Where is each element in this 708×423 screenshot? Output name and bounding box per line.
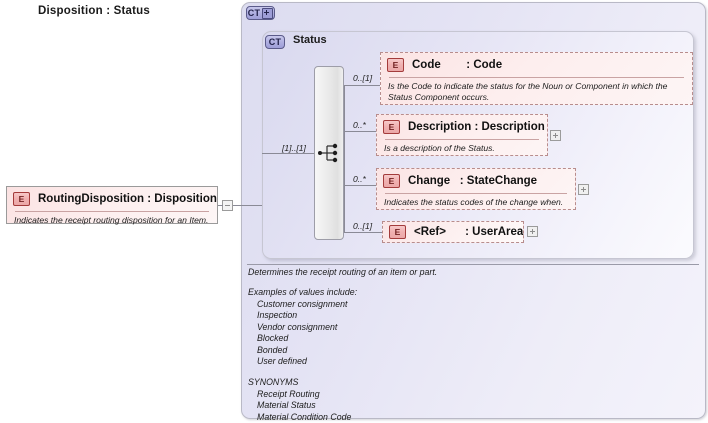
connector-line	[218, 205, 223, 206]
list-item: Vendor consignment	[257, 321, 338, 332]
expand-plus-box-icon-userarea[interactable]	[527, 226, 538, 237]
element-title: Code : Code	[412, 59, 503, 71]
collapse-minus-box-icon[interactable]	[222, 200, 233, 211]
element-box-change[interactable]: E Change : StateChange Indicates the sta…	[376, 168, 576, 210]
element-separator	[15, 211, 209, 212]
element-box-routing-disposition[interactable]: E RoutingDisposition : Disposition Indic…	[6, 186, 218, 225]
cardinality-label-description: 0..*	[353, 120, 366, 130]
ct-plus-icon[interactable]	[262, 7, 274, 19]
element-separator	[389, 77, 684, 78]
ct-badge-inner[interactable]: CT	[265, 35, 285, 49]
connector-line	[344, 185, 376, 186]
sequence-icon	[318, 143, 338, 163]
expand-plus-box-icon-description[interactable]	[550, 130, 561, 141]
element-documentation: Is the Code to indicate the status for t…	[388, 81, 668, 103]
element-box-code[interactable]: E Code : Code Is the Code to indicate th…	[380, 52, 693, 105]
status-panel-title: Status	[293, 34, 327, 46]
ct-badge-outer-label: CT	[247, 8, 261, 18]
expand-plus-box-icon-change[interactable]	[578, 184, 589, 195]
documentation-rule	[247, 264, 699, 265]
complex-type-panel-title: Disposition : Status	[38, 5, 150, 17]
element-title: RoutingDisposition : Disposition	[38, 193, 217, 205]
element-header: E <Ref> : UserArea	[383, 222, 523, 242]
synonyms-header: SYNONYMS	[248, 377, 299, 388]
element-documentation: Is a description of the Status.	[384, 143, 495, 153]
element-documentation: Indicates the status codes of the change…	[384, 197, 564, 207]
connector-line	[233, 205, 262, 206]
element-header: E RoutingDisposition : Disposition	[7, 187, 217, 211]
e-badge-icon: E	[389, 225, 406, 239]
ct-badge-inner-label: CT	[268, 37, 282, 47]
element-title: <Ref> : UserArea	[414, 226, 524, 238]
element-title: Description : Description	[408, 121, 545, 133]
element-header: E Change : StateChange	[377, 169, 575, 193]
e-badge-icon: E	[383, 120, 400, 134]
connector-line	[344, 131, 376, 132]
list-item: Material Status	[257, 400, 316, 411]
list-item: Bonded	[257, 344, 288, 355]
element-box-description[interactable]: E Description : Description Is a descrip…	[376, 114, 548, 156]
panel-documentation: Determines the receipt routing of an ite…	[248, 267, 696, 423]
connector-line	[344, 85, 345, 154]
element-box-userarea[interactable]: E <Ref> : UserArea	[382, 221, 524, 243]
cardinality-label-change: 0..*	[353, 174, 366, 184]
e-badge-icon: E	[383, 174, 400, 188]
synonyms-list: Receipt Routing Material Status Material…	[248, 389, 696, 423]
examples-list: Customer consignment Inspection Vendor c…	[248, 299, 696, 368]
element-header: E Description : Description	[377, 115, 547, 139]
list-item: Receipt Routing	[257, 388, 320, 399]
cardinality-label-code: 0..[1]	[353, 73, 373, 83]
list-item: Customer consignment	[257, 298, 348, 309]
list-item: User defined	[257, 355, 307, 366]
connector-line	[344, 232, 382, 233]
cardinality-label-userarea: 0..[1]	[353, 221, 373, 231]
e-badge-icon: E	[13, 192, 30, 206]
ct-badge-outer[interactable]: CT	[246, 6, 275, 20]
synonyms-block: SYNONYMS Receipt Routing Material Status…	[248, 377, 696, 423]
cardinality-label-compositor: [1]..[1]	[282, 143, 306, 153]
e-badge-icon: E	[387, 58, 404, 72]
element-header: E Code : Code	[381, 53, 692, 77]
list-item: Blocked	[257, 333, 289, 344]
list-item: Material Condition Code	[257, 411, 352, 422]
documentation-lead: Determines the receipt routing of an ite…	[248, 267, 438, 277]
element-separator	[385, 193, 567, 194]
list-item: Inspection	[257, 310, 298, 321]
element-title: Change : StateChange	[408, 175, 538, 187]
examples-header: Examples of values include:	[248, 287, 358, 298]
element-documentation: Indicates the receipt routing dispositio…	[14, 215, 209, 225]
connector-line	[262, 153, 314, 154]
connector-line	[344, 153, 345, 232]
element-separator	[385, 139, 539, 140]
connector-line	[344, 85, 380, 86]
